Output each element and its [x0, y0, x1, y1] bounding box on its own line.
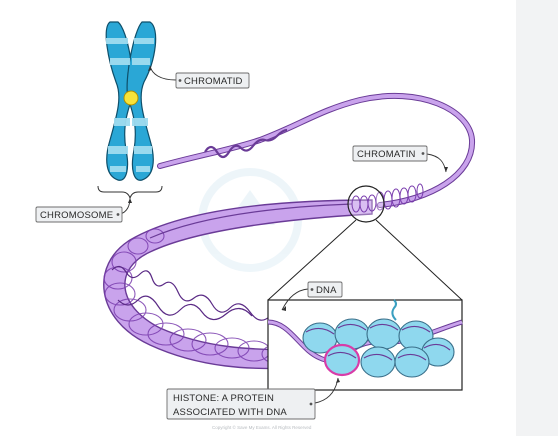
label-chromatid: CHROMATID	[175, 72, 250, 89]
label-histone: HISTONE: A PROTEIN ASSOCIATED WITH DNA	[166, 388, 316, 420]
chromosome-label-text: CHROMOSOME	[40, 210, 113, 221]
right-side-panel	[516, 0, 558, 436]
label-chromatin: CHROMATIN	[352, 145, 428, 162]
chromatid-label-text: CHROMATID	[184, 76, 243, 87]
chromosome-x	[97, 21, 163, 200]
chromatin-label-text: CHROMATIN	[357, 149, 416, 160]
histone-label-line1: HISTONE: A PROTEIN	[173, 393, 274, 404]
label-dna: DNA	[307, 281, 343, 298]
chromosome-structure-diagram: CHROMATID CHROMATIN CHROMOSOME DNA HISTO…	[35, 21, 476, 430]
histone-label-line2: ASSOCIATED WITH DNA	[173, 407, 287, 418]
chromatin-fibre	[157, 92, 476, 211]
label-chromosome: CHROMOSOME	[35, 206, 123, 223]
magnifier-circle	[267, 185, 463, 301]
leader-arrowheads	[128, 66, 448, 383]
dna-label-text: DNA	[316, 285, 337, 296]
nucleosome-zoom-box	[267, 299, 463, 391]
copyright-text: Copyright © Save My Exams. All Rights Re…	[212, 424, 312, 430]
